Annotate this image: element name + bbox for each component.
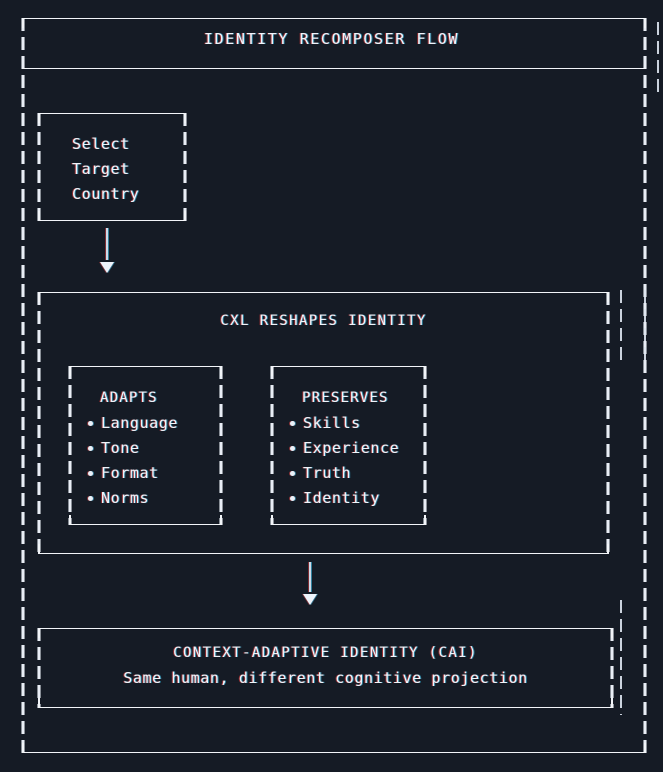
adapts-top-border [69, 366, 222, 367]
adapts-bottom-border [69, 524, 222, 525]
adapts-left-border [69, 366, 72, 525]
step1-line-2: Target [72, 160, 130, 178]
adapts-item-0: Language [101, 414, 179, 432]
preserves-right-border [424, 366, 427, 525]
step1-top-border [38, 113, 186, 114]
preserves-bullet-1-icon [290, 446, 295, 451]
step1-left-border [38, 113, 41, 221]
render-artifact-column-1 [657, 22, 659, 92]
step1-corner-tl [38, 113, 40, 123]
preserves-corner-bl [271, 515, 273, 525]
outer-frame-corner-br [644, 743, 646, 753]
adapts-item-2: Format [101, 464, 159, 482]
step1-bottom-border [38, 220, 186, 221]
step1-line-1: Select [72, 135, 130, 153]
step3-corner-br [611, 698, 613, 708]
preserves-item-1: Experience [303, 439, 400, 457]
preserves-corner-br [424, 515, 426, 525]
step3-top-border [38, 628, 613, 629]
outer-frame-left-border [22, 18, 25, 753]
preserves-bullet-2-icon [290, 471, 295, 476]
arrow2-stem [309, 562, 311, 592]
step1-corner-bl [38, 211, 40, 221]
arrow1-stem [106, 228, 108, 260]
outer-frame-bottom-border [22, 752, 646, 753]
preserves-bullet-0-icon [290, 421, 295, 426]
step1-right-border [184, 113, 187, 221]
step2-corner-bl [38, 544, 40, 554]
arrow1-head-icon [100, 262, 114, 273]
adapts-item-1: Tone [101, 439, 140, 457]
step2-corner-tl [38, 292, 40, 302]
diagram-title: IDENTITY RECOMPOSER FLOW [203, 30, 460, 48]
render-artifact-column-4 [620, 600, 622, 715]
step3-left-border [38, 628, 41, 708]
step3-corner-bl [38, 698, 40, 708]
step1-line-3: Country [72, 185, 140, 203]
preserves-item-2: Truth [303, 464, 352, 482]
adapts-corner-tl [69, 366, 71, 376]
preserves-left-border [271, 366, 274, 525]
preserves-heading: PRESERVES [302, 390, 389, 406]
outer-frame-corner-tl [22, 18, 24, 28]
step2-title: CXL RESHAPES IDENTITY [220, 313, 427, 329]
step3-subtitle: Same human, different cognitive projecti… [123, 669, 528, 687]
preserves-top-border [271, 366, 426, 367]
step3-corner-tr [611, 628, 613, 638]
preserves-item-3: Identity [303, 489, 381, 507]
step2-top-border [38, 292, 609, 293]
step1-corner-br [184, 211, 186, 221]
adapts-right-border [220, 366, 223, 525]
step3-title: CONTEXT-ADAPTIVE IDENTITY (CAI) [173, 645, 478, 661]
step2-corner-tr [607, 292, 609, 302]
preserves-corner-tr [424, 366, 426, 376]
outer-frame-top-border [22, 18, 646, 19]
title-separator [22, 68, 646, 69]
adapts-bullet-0-icon [88, 421, 93, 426]
outer-frame-corner-bl [22, 743, 24, 753]
outer-frame-right-border [644, 18, 647, 753]
preserves-bullet-3-icon [290, 496, 295, 501]
step2-right-border [607, 292, 610, 554]
step2-left-border [38, 292, 41, 554]
adapts-bullet-1-icon [88, 446, 93, 451]
preserves-item-0: Skills [303, 414, 361, 432]
adapts-item-3: Norms [101, 489, 150, 507]
adapts-bullet-2-icon [88, 471, 93, 476]
step3-corner-tl [38, 628, 40, 638]
step2-bottom-border [38, 553, 609, 554]
arrow2-head-icon [303, 594, 317, 605]
step1-corner-tr [184, 113, 186, 123]
render-artifact-column-3 [644, 290, 646, 360]
adapts-heading: ADAPTS [100, 390, 158, 406]
outer-frame-corner-tr [644, 18, 646, 28]
preserves-corner-tl [271, 366, 273, 376]
step3-right-border [611, 628, 614, 708]
adapts-corner-tr [220, 366, 222, 376]
step2-corner-br [607, 544, 609, 554]
render-artifact-column-2 [620, 290, 622, 360]
step3-bottom-border [38, 707, 613, 708]
preserves-bottom-border [271, 524, 426, 525]
adapts-corner-bl [69, 515, 71, 525]
adapts-corner-br [220, 515, 222, 525]
adapts-bullet-3-icon [88, 496, 93, 501]
